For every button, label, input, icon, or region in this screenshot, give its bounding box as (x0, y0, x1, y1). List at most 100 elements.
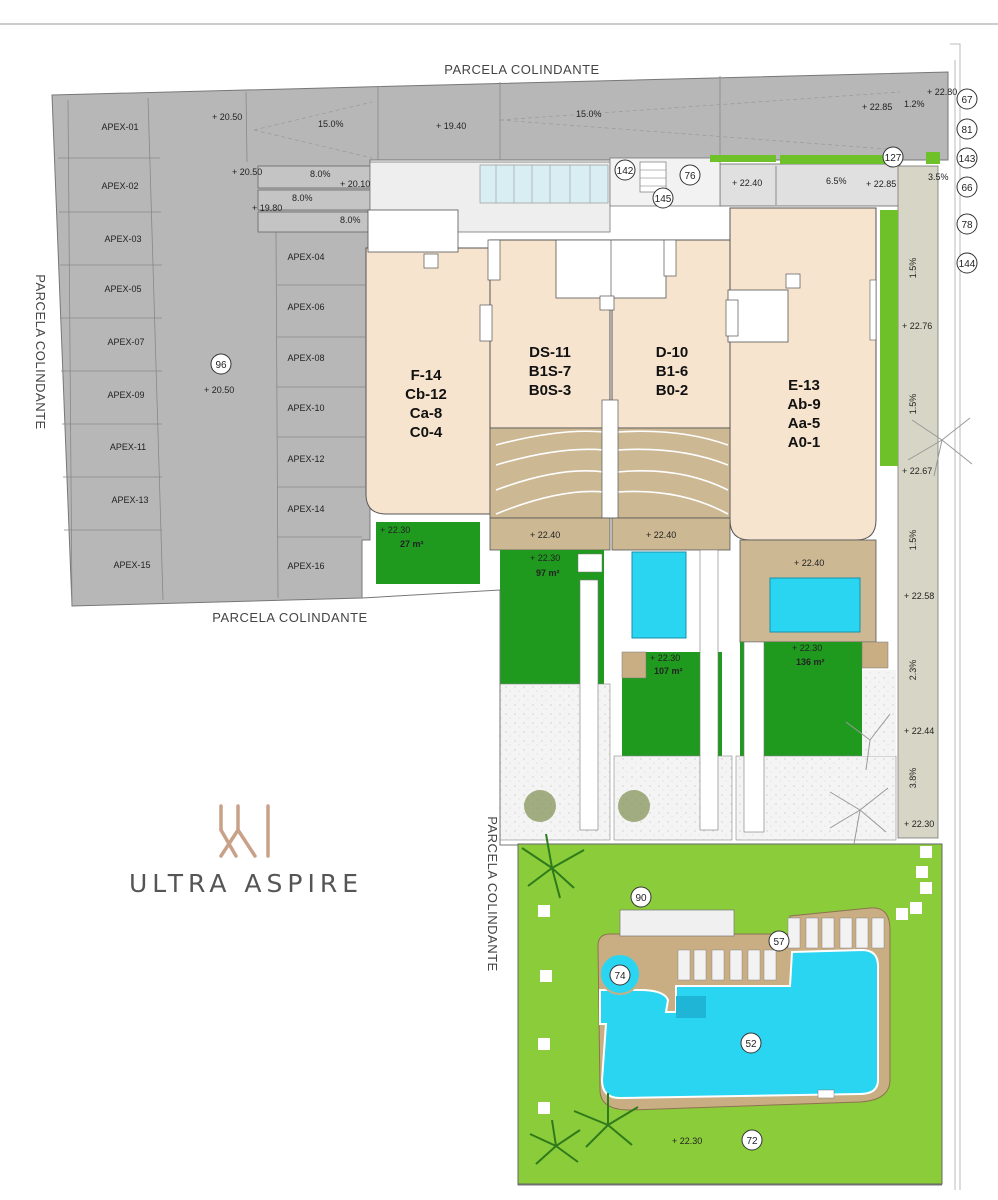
brand-logo-icon (219, 804, 270, 858)
level-marker: + 20.50 (212, 112, 242, 122)
tag-145: 145 (655, 194, 672, 205)
level-marker: + 22.40 (732, 178, 762, 188)
unit-d-line3: B0-2 (656, 382, 689, 399)
unit-ds-line2: B1S-7 (529, 363, 572, 380)
slope-marker: 1.5% (908, 530, 918, 551)
parking-space: APEX-07 (107, 337, 144, 347)
slope-marker: 1.5% (908, 394, 918, 415)
unit-f-line1: F-14 (411, 367, 443, 384)
neighbor-label-left: PARCELA COLINDANTE (33, 274, 48, 429)
circle-tags (210, 88, 978, 1151)
tag-52: 52 (745, 1039, 757, 1050)
unit-ds-line1: DS-11 (529, 344, 571, 361)
private-gardens (376, 522, 897, 841)
tag-144: 144 (959, 259, 976, 270)
tag-143: 143 (959, 154, 976, 165)
parking-space: APEX-16 (287, 561, 324, 571)
neighbor-label-top: PARCELA COLINDANTE (444, 62, 599, 77)
garden-area: 27 m² (400, 539, 424, 549)
tag-57: 57 (773, 937, 785, 948)
garden-area: 97 m² (536, 568, 560, 578)
tag-81: 81 (961, 125, 973, 136)
parking-space: APEX-03 (104, 234, 141, 244)
level-marker: + 22.30 (650, 653, 680, 663)
level-marker: + 22.76 (902, 321, 932, 331)
slope-marker: 15.0% (318, 119, 344, 129)
unit-f-line3: Ca-8 (410, 405, 443, 422)
level-marker: + 22.40 (530, 530, 560, 540)
slope-marker: 3.8% (908, 768, 918, 789)
tag-96: 96 (215, 360, 227, 371)
tag-127: 127 (885, 153, 902, 164)
bare-trees (829, 417, 973, 845)
unit-e-line4: A0-1 (788, 434, 821, 451)
plot-outline (361, 589, 942, 1186)
parking-space: APEX-05 (104, 284, 141, 294)
level-marker: + 22.40 (646, 530, 676, 540)
slope-marker: 3.5% (928, 172, 949, 182)
slope-marker: 6.5% (826, 176, 847, 186)
level-marker: + 20.10 (340, 179, 370, 189)
parking-space: APEX-02 (101, 181, 138, 191)
parking-space: APEX-13 (111, 495, 148, 505)
parking-space: APEX-01 (101, 122, 138, 132)
parking-space: APEX-08 (287, 353, 324, 363)
garden-areas: 27 m² 97 m² 107 m² 136 m² (400, 539, 825, 676)
unit-e-line3: Aa-5 (788, 415, 821, 432)
circle-tag-labels: 67 81 143 66 78 144 142 76 145 127 96 90… (215, 95, 975, 1147)
tag-76: 76 (684, 171, 696, 182)
tag-142: 142 (617, 166, 634, 177)
level-marker: + 22.40 (794, 558, 824, 568)
slope-markers: 15.0% 15.0% 1.2% 8.0% 8.0% 8.0% 6.5% 3.5… (292, 99, 949, 788)
parking-space: APEX-11 (110, 442, 146, 452)
slope-marker: 2.3% (908, 660, 918, 681)
palm-trees (521, 833, 639, 1165)
level-marker: + 19.80 (252, 203, 282, 213)
level-marker: + 22.80 (927, 87, 957, 97)
slope-marker: 8.0% (340, 215, 361, 225)
unit-f-line2: Cb-12 (405, 386, 447, 403)
neighbor-label-right: PARCELA COLINDANTE (485, 816, 500, 971)
unit-d-line2: B1-6 (656, 363, 689, 380)
slope-marker: 8.0% (310, 169, 331, 179)
slope-marker: 15.0% (576, 109, 602, 119)
garden-area: 107 m² (654, 666, 683, 676)
level-marker: + 22.85 (866, 179, 896, 189)
level-marker: + 22.30 (530, 553, 560, 563)
unit-e-line1: E-13 (788, 377, 820, 394)
level-marker: + 22.67 (902, 466, 932, 476)
tag-66: 66 (961, 183, 973, 194)
site-boundary (950, 43, 961, 1190)
level-marker: + 19.40 (436, 121, 466, 131)
parking-space: APEX-12 (287, 454, 324, 464)
level-marker: + 20.50 (204, 385, 234, 395)
slope-marker: 1.5% (908, 258, 918, 279)
level-marker: + 22.30 (672, 1136, 702, 1146)
parking-space: APEX-06 (287, 302, 324, 312)
parking-space: APEX-09 (107, 390, 144, 400)
slope-marker: 8.0% (292, 193, 313, 203)
level-marker: + 22.58 (904, 591, 934, 601)
parking-space: APEX-14 (287, 504, 324, 514)
brand-name: ULTRA ASPIRE (129, 869, 363, 898)
tag-72: 72 (746, 1136, 758, 1147)
parking-space: APEX-10 (287, 403, 324, 413)
neighbor-label-bottom: PARCELA COLINDANTE (212, 610, 367, 625)
parking-labels: APEX-01 APEX-02 APEX-03 APEX-05 APEX-07 … (101, 122, 324, 571)
level-marker: + 22.30 (904, 819, 934, 829)
side-strip (876, 165, 939, 839)
garden-area: 136 m² (796, 657, 825, 667)
tag-78: 78 (961, 220, 973, 231)
level-marker: + 22.30 (792, 643, 822, 653)
parking-space: APEX-15 (113, 560, 150, 570)
slope-marker: 1.2% (904, 99, 925, 109)
unit-d-line1: D-10 (656, 344, 689, 361)
buildings (365, 207, 877, 541)
tag-74: 74 (614, 971, 626, 982)
parking-space: APEX-04 (287, 252, 324, 262)
level-marker: + 20.50 (232, 167, 262, 177)
unit-f-line4: C0-4 (410, 424, 443, 441)
level-markers: + 20.50 + 19.40 + 20.50 + 20.10 + 19.80 … (204, 87, 957, 1146)
unit-ds-line3: B0S-3 (529, 382, 572, 399)
